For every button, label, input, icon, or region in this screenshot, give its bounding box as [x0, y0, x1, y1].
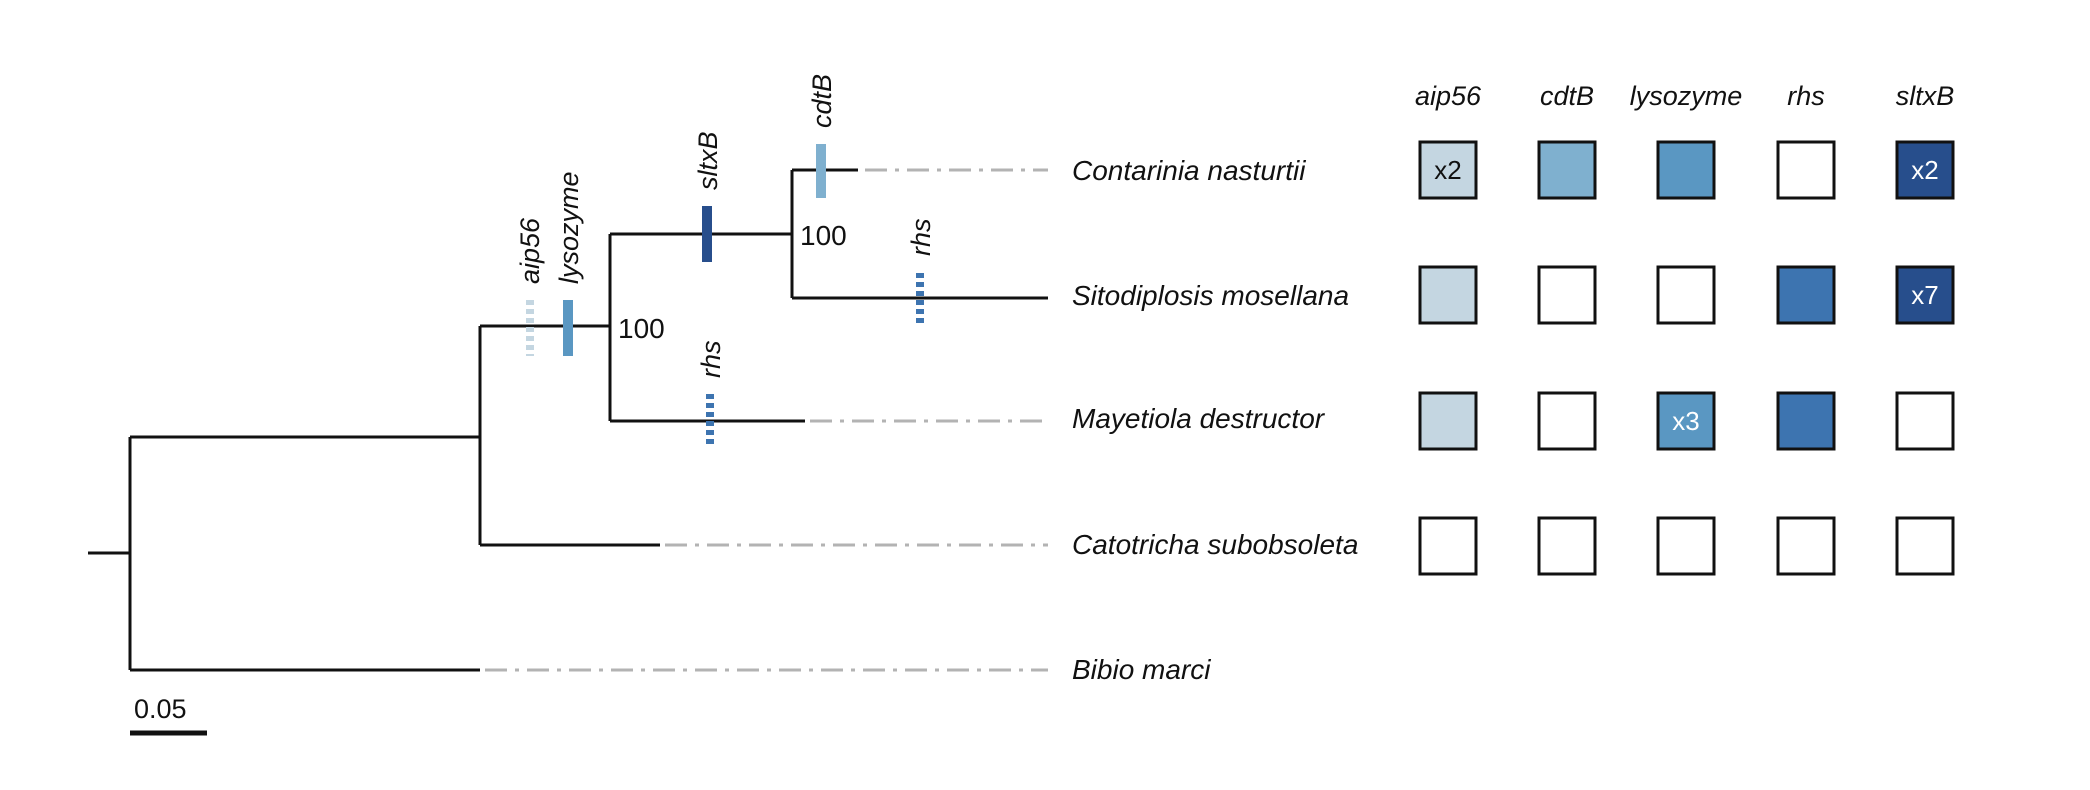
column-header-lysozyme: lysozyme — [1630, 81, 1743, 111]
tip-extensions — [485, 168, 1048, 672]
matrix-cell-rhs-row-1 — [1776, 140, 1836, 200]
matrix-cell-count-sltxB-row-2: x7 — [1911, 280, 1938, 310]
matrix-cell-count-aip56-row-1: x2 — [1434, 155, 1461, 185]
matrix-cell-lysozyme-row-2 — [1656, 265, 1716, 325]
gene-presence-matrix: x2 x2 x7 x3 — [1418, 140, 1955, 576]
taxon-contarinia-nasturtii: Contarinia nasturtii — [1072, 155, 1306, 186]
matrix-cell-lysozyme-row-3 — [1656, 391, 1716, 451]
matrix-cell-cdtB-row-2 — [1537, 265, 1597, 325]
matrix-cell-aip56-row-3 — [1418, 391, 1478, 451]
matrix-column-headers: aip56 cdtB lysozyme rhs sltxB — [1415, 81, 1954, 111]
taxon-sitodiplosis-mosellana: Sitodiplosis mosellana — [1072, 280, 1349, 311]
scale-bar: 0.05 — [130, 694, 207, 736]
scale-bar-label: 0.05 — [134, 694, 187, 724]
gene-gain-markers — [526, 144, 924, 448]
taxon-catotricha-subobsoleta: Catotricha subobsoleta — [1072, 529, 1358, 560]
matrix-cell-sltxB-row-4 — [1895, 516, 1955, 576]
column-header-rhs: rhs — [1787, 81, 1825, 111]
matrix-cell-rhs-row-4 — [1776, 516, 1836, 576]
gene-label-rhs-sitodiplosis: rhs — [906, 218, 936, 256]
matrix-cell-count-sltxB-row-1: x2 — [1911, 155, 1938, 185]
matrix-cell-lysozyme-row-4 — [1656, 516, 1716, 576]
matrix-cell-cdtB-row-3 — [1537, 391, 1597, 451]
gene-label-rhs-mayetiola: rhs — [696, 340, 726, 378]
bootstrap-cn-sm-md: 100 — [618, 313, 665, 344]
matrix-cell-aip56-row-4 — [1418, 516, 1478, 576]
column-header-aip56: aip56 — [1415, 81, 1482, 111]
column-header-cdtB: cdtB — [1540, 81, 1594, 111]
gene-label-sltxB: sltxB — [693, 131, 723, 190]
matrix-cell-aip56-row-1 — [1418, 140, 1478, 200]
column-header-sltxB: sltxB — [1896, 81, 1955, 111]
matrix-cell-lysozyme-row-1 — [1656, 140, 1716, 200]
bootstrap-cn-sm: 100 — [800, 220, 847, 251]
matrix-cell-sltxB-row-2 — [1895, 265, 1955, 325]
matrix-cell-rhs-row-3 — [1776, 391, 1836, 451]
taxon-mayetiola-destructor: Mayetiola destructor — [1072, 403, 1326, 434]
taxon-bibio-marci: Bibio marci — [1072, 654, 1211, 685]
matrix-cell-count-lysozyme-row-3: x3 — [1672, 406, 1699, 436]
gene-gain-labels: aip56 lysozyme sltxB cdtB rhs rhs — [515, 74, 936, 378]
matrix-cell-cdtB-row-1 — [1537, 140, 1597, 200]
matrix-cell-aip56-row-2 — [1418, 265, 1478, 325]
matrix-cell-rhs-row-2 — [1776, 265, 1836, 325]
gene-label-cdtB: cdtB — [807, 74, 837, 128]
matrix-cell-cdtB-row-4 — [1537, 516, 1597, 576]
taxon-labels: Contarinia nasturtii Sitodiplosis mosell… — [1072, 155, 1358, 685]
matrix-cell-sltxB-row-3 — [1895, 391, 1955, 451]
gene-label-lysozyme: lysozyme — [554, 171, 584, 284]
gene-label-aip56: aip56 — [515, 217, 545, 284]
matrix-cell-sltxB-row-1 — [1895, 140, 1955, 200]
